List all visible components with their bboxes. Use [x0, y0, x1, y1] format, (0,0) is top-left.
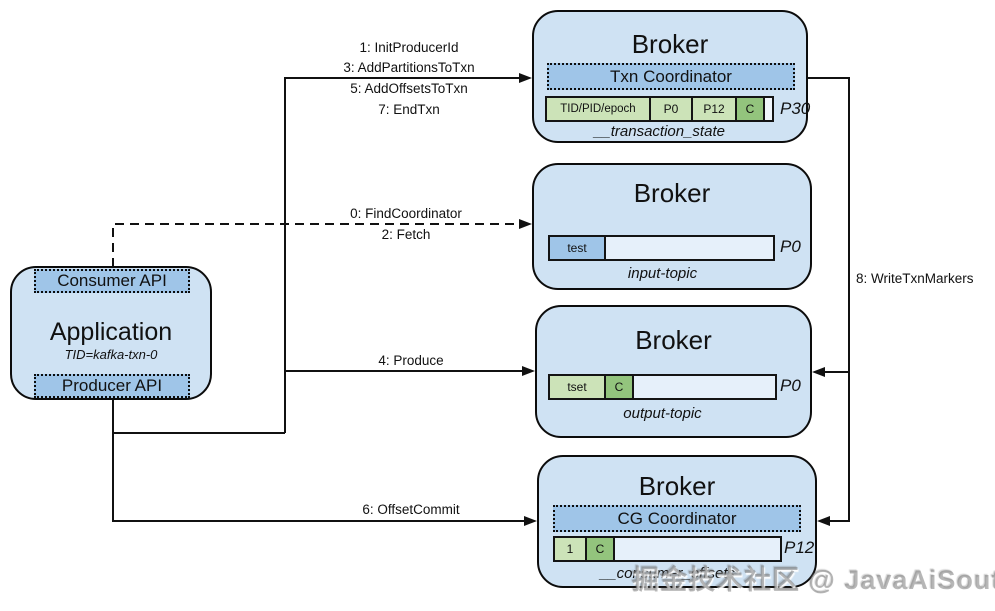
topic-label: input-topic: [627, 265, 698, 282]
arrow-label-offset-commit: 6: OffsetCommit: [362, 502, 460, 517]
consumer-fetch-line: [112, 223, 521, 267]
application-tid: TID=kafka-txn-0: [64, 347, 158, 362]
arrow-label-add-offsets-to-txn: 5: AddOffsetsToTxn: [350, 81, 468, 96]
broker-box-input-topic: Broker test P0 input-topic: [532, 163, 812, 290]
arrowhead-icon: [817, 516, 830, 526]
log-cell: [632, 374, 777, 400]
application-title: Application: [49, 318, 173, 346]
log-segment-row: tset C: [548, 374, 777, 400]
topic-label: __consumer_offsets: [599, 565, 736, 582]
topic-label: output-topic: [623, 405, 702, 422]
arrow-label-init-producer-id: 1: InitProducerId: [359, 40, 459, 55]
broker-box-txn-coordinator: Broker Txn Coordinator TID/PID/epoch P0 …: [532, 10, 811, 143]
arrow-label-find-coordinator: 0: FindCoordinator: [350, 206, 462, 221]
broker-title: Broker: [633, 178, 711, 208]
log-segment-row: test: [548, 235, 775, 261]
txn-coordinator-panel: Txn Coordinator: [547, 63, 795, 90]
log-cell: [613, 536, 782, 562]
topic-label: __transaction_state: [594, 123, 725, 140]
log-cell: 1: [553, 536, 587, 562]
log-cell: test: [548, 235, 606, 261]
log-segment-row: TID/PID/epoch P0 P12 C: [545, 96, 774, 122]
arrowhead-icon: [519, 219, 532, 229]
arrow-label-write-txn-markers: 8: WriteTxnMarkers: [856, 271, 974, 286]
arrow-label-fetch: 2: Fetch: [381, 227, 431, 242]
cg-coordinator-panel: CG Coordinator: [553, 505, 801, 532]
producer-api-panel: Producer API: [34, 374, 190, 398]
broker-box-output-topic: Broker tset C P0 output-topic: [535, 305, 812, 438]
txn-coordinator-label: Txn Coordinator: [610, 66, 732, 86]
log-cell: P12: [691, 96, 737, 122]
broker-title: Broker: [635, 325, 712, 355]
broker-title: Broker: [631, 29, 709, 59]
log-cell: tset: [548, 374, 606, 400]
consumer-api-label: Consumer API: [57, 271, 167, 290]
arrowhead-icon: [812, 367, 825, 377]
application-box: Consumer API Application TID=kafka-txn-0…: [10, 266, 212, 400]
producer-api-label: Producer API: [61, 376, 163, 395]
arrow-label-end-txn: 7: EndTxn: [378, 102, 440, 117]
log-cell: TID/PID/epoch: [545, 96, 651, 122]
offset-commit-line: [112, 400, 526, 522]
partition-label: P30: [780, 99, 811, 118]
arrowhead-icon: [524, 516, 537, 526]
log-cell: P0: [649, 96, 693, 122]
log-segment-row: 1 C: [553, 536, 782, 562]
partition-label: P0: [780, 376, 801, 395]
log-cell: [604, 235, 775, 261]
log-cell: C: [585, 536, 615, 562]
log-cell: C: [735, 96, 765, 122]
watermark: 掘金技术社区 @ JavaAiSouth: [632, 565, 995, 595]
log-cell: C: [604, 374, 634, 400]
consumer-api-panel: Consumer API: [34, 269, 190, 293]
broker-title: Broker: [638, 471, 716, 501]
arrowhead-icon: [522, 366, 535, 376]
broker-box-cg-coordinator: Broker CG Coordinator 1 C P12 __consumer…: [537, 455, 817, 588]
arrowhead-icon: [519, 73, 532, 83]
arrow-label-add-partitions-to-txn: 3: AddPartitionsToTxn: [343, 60, 475, 75]
log-cell: [763, 96, 774, 122]
partition-label: P12: [784, 538, 815, 557]
write-txn-markers-line: [808, 77, 850, 522]
cg-coordinator-label: CG Coordinator: [617, 508, 737, 528]
partition-label: P0: [780, 237, 801, 256]
txn-requests-line: [284, 77, 521, 433]
arrow-label-produce: 4: Produce: [378, 353, 444, 368]
